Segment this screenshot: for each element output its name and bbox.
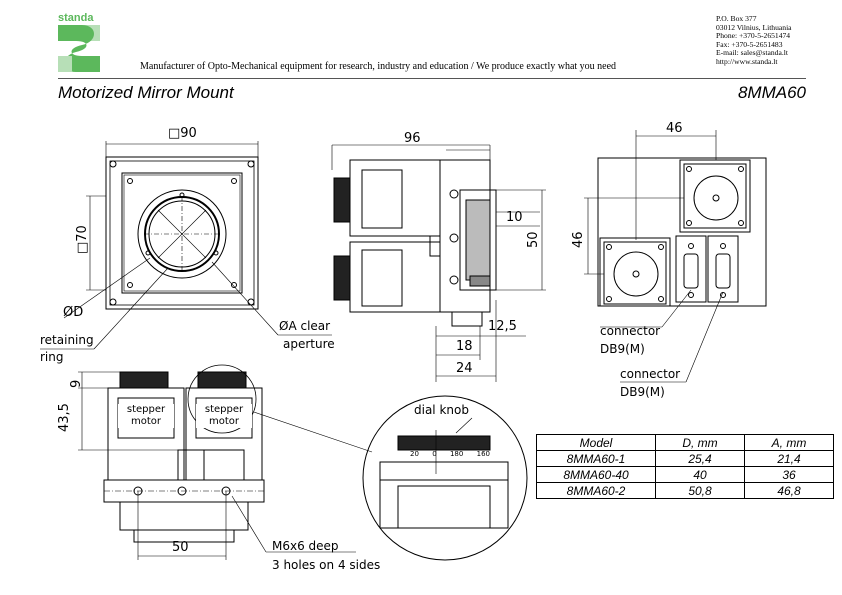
label-aperture: aperture [283,337,335,351]
detail-view [362,395,528,561]
dim-side-18: 18 [456,339,473,354]
dim-diameter-d: ØD [63,305,84,320]
dim-rear-46-horizontal: 46 [666,121,683,136]
brand-text: standa [58,12,94,24]
table-header-cell: D, mm [655,434,745,451]
dim-side-10: 10 [506,210,523,225]
label-connector-1: connector [600,324,661,338]
table-header-cell: A, mm [744,434,834,451]
dim-side-50: 50 [526,231,541,248]
dim-side-96: 96 [404,131,421,146]
label-ring: ring [40,350,64,364]
dim-inner-70: □70 [75,225,90,254]
table-header-row: Model D, mm A, mm [536,434,834,451]
table-cell: 25,4 [655,450,745,467]
contact-line: P.O. Box 377 [716,14,757,23]
table-header-cell: Model [536,434,656,451]
front-view [40,141,332,350]
table-cell: 40 [655,466,745,483]
company-tagline: Manufacturer of Opto-Mechanical equipmen… [140,61,617,72]
label-stepper: stepper [204,404,244,415]
label-stepper-motor-1: stepper motor [118,404,174,428]
dim-side-12-5: 12,5 [488,319,517,334]
table-cell: 21,4 [744,450,834,467]
dim-bottom-9: 9 [69,379,84,388]
dial-scale-label: 0 [432,450,437,458]
rear-view [584,130,767,383]
label-motor: motor [208,416,239,427]
contact-block: P.O. Box 377 03012 Vilnius, Lithuania Ph… [716,14,792,67]
dim-width-90: □90 [168,126,197,141]
table-row: 8MMA60-2 50,8 46,8 [536,482,834,499]
table-cell: 8MMA60-40 [536,466,656,483]
table-cell: 46,8 [744,482,834,499]
dial-scale-label: 20 [410,450,419,458]
page-title: Motorized Mirror Mount [58,83,234,102]
table-cell: 8MMA60-1 [536,450,656,467]
contact-line: 03012 Vilnius, Lithuania [716,22,792,32]
dim-bottom-43-5: 43,5 [57,403,72,432]
contact-line: http://www.standa.lt [716,56,778,66]
header-divider [58,78,806,79]
dial-scale-label: 160 [476,450,490,458]
side-view [331,144,546,382]
bottom-view [78,364,373,560]
label-db9-2: DB9(M) [620,385,665,399]
contact-line: E-mail: sales@standa.lt [716,48,788,58]
dial-scale: 20 0 180 160 [410,450,490,460]
spec-table: Model D, mm A, mm 8MMA60-1 25,4 21,4 8MM… [536,434,834,499]
label-stepper: stepper [126,404,166,415]
label-retaining: retaining [40,333,94,347]
table-row: 8MMA60-40 40 36 [536,466,834,483]
dim-bottom-50: 50 [172,540,189,555]
label-db9-1: DB9(M) [600,342,645,356]
label-m6-deep: M6x6 deep [272,539,339,553]
table-row: 8MMA60-1 25,4 21,4 [536,450,834,467]
table-cell: 8MMA60-2 [536,482,656,499]
label-connector-2: connector [620,367,681,381]
label-dial-knob: dial knob [414,403,469,417]
table-cell: 36 [744,466,834,483]
model-code: 8MMA60 [737,83,806,102]
label-holes: 3 holes on 4 sides [272,558,381,572]
dim-rear-46-vertical: 46 [571,231,586,248]
dim-side-24: 24 [456,361,473,376]
label-stepper-motor-2: stepper motor [196,404,252,428]
standa-logo: standa [58,12,100,74]
dial-scale-label: 180 [449,450,464,458]
contact-line: Phone: +370-5-2651474 [716,31,791,41]
label-motor: motor [130,416,161,427]
contact-line: Fax: +370-5-2651483 [716,39,783,49]
label-clear-aperture: ØA clear [279,319,331,333]
table-cell: 50,8 [655,482,745,499]
